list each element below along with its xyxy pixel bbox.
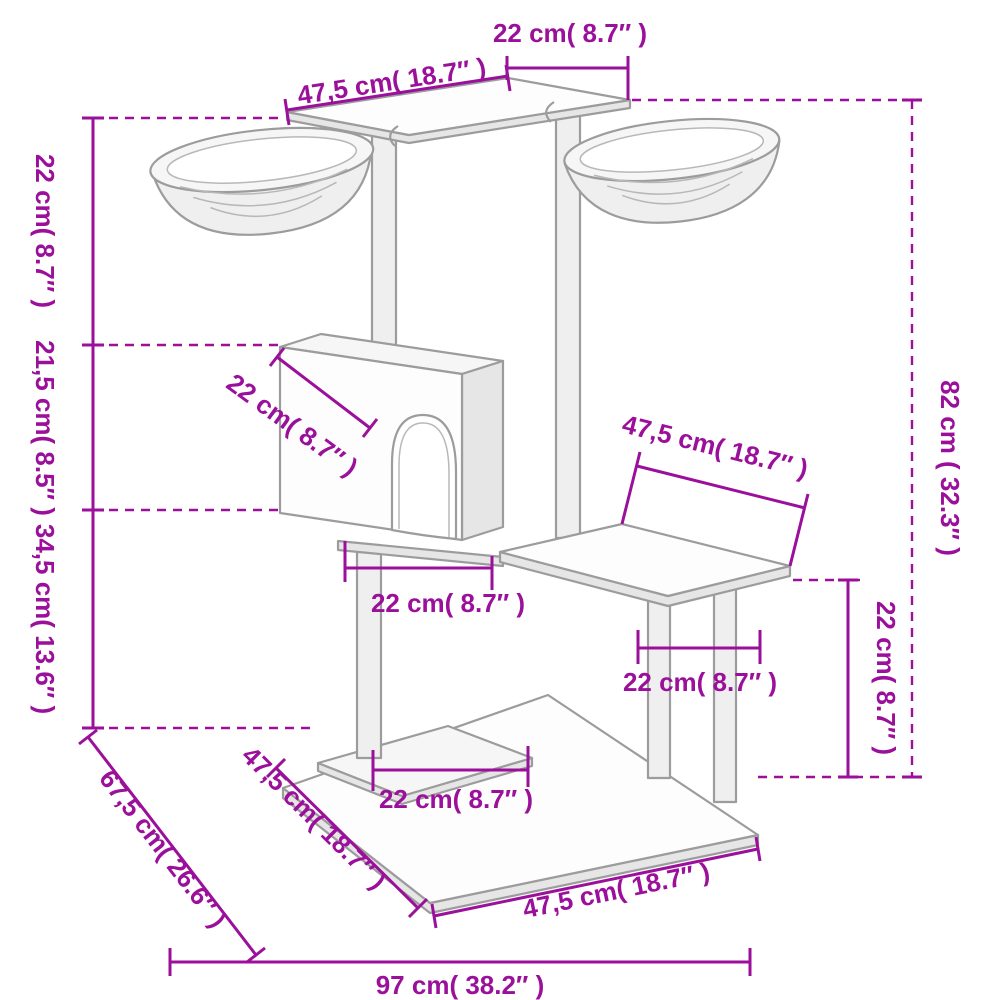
dim-post-spacing-label: 22 cm( 8.7″ )	[623, 667, 777, 697]
dim-total-height: 82 cm ( 32.3″ )	[632, 98, 965, 779]
dim-step-width: 22 cm( 8.7″ )	[371, 746, 533, 814]
dim-platform-height: 22 cm( 8.7″ )	[793, 578, 901, 779]
cat-tree-illustration	[149, 76, 792, 915]
dim-post-spacing: 22 cm( 8.7″ )	[623, 630, 777, 697]
right-basket	[563, 117, 781, 224]
dim-top-platform-width: 22 cm( 8.7″ )	[493, 18, 647, 100]
dim-upper-height-label: 22 cm( 8.7″ )	[30, 154, 60, 308]
right-basket-hook-icon	[545, 101, 555, 123]
dim-lower-height-label: 34,5 cm( 13.6″ )	[30, 524, 60, 714]
left-basket	[149, 126, 375, 236]
dim-top-platform-width-label: 22 cm( 8.7″ )	[493, 18, 647, 48]
dim-left-heights: 22 cm( 8.7″ ) 21,5 cm( 8.5″ ) 34,5 cm( 1…	[30, 116, 310, 730]
dim-step-width-label: 22 cm( 8.7″ )	[379, 784, 533, 814]
dim-mid-platform-length-label: 47,5 cm( 18.7″ )	[619, 409, 811, 484]
dim-base-depth-label: 67,5 cm( 26.6″ )	[93, 764, 233, 933]
dim-total-height-label: 82 cm ( 32.3″ )	[935, 380, 965, 556]
house-arch-opening	[390, 413, 458, 541]
dim-house-height-label: 21,5 cm( 8.5″ )	[30, 340, 60, 516]
left-post	[370, 124, 398, 364]
dim-base-width-label: 97 cm( 38.2″ )	[376, 970, 545, 1000]
left-basket-hook-icon	[389, 125, 399, 147]
dim-base-width: 97 cm( 38.2″ )	[168, 948, 752, 1000]
dim-platform-height-label: 22 cm( 8.7″ )	[871, 601, 901, 755]
dim-base-depth: 67,5 cm( 26.6″ )	[78, 728, 266, 964]
dim-house-platform-width-label: 22 cm( 8.7″ )	[371, 588, 525, 618]
dim-house-platform-width: 22 cm( 8.7″ )	[343, 541, 525, 618]
lower-support-post	[355, 550, 383, 760]
